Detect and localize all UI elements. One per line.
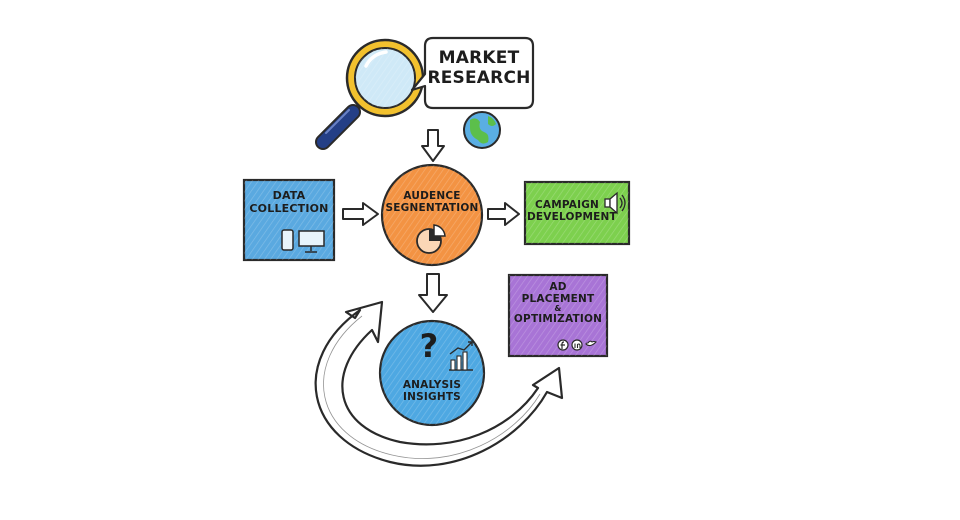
campaign-development-label: CAMPAIGN DEVELOPMENT (527, 199, 607, 224)
arrow-segmentation-to-campaign (488, 203, 519, 225)
analysis-insights-line2: INSIGHTS (392, 391, 472, 403)
market-research-label: MARKET RESEARCH (427, 48, 531, 88)
arrow-segmentation-to-analysis (419, 274, 447, 312)
data-collection-label: DATA COLLECTION (246, 190, 332, 216)
ad-placement-line4: OPTIMIZATION (511, 314, 605, 326)
phone-icon (282, 230, 293, 250)
market-research-line1: MARKET (427, 48, 531, 68)
ad-placement-label: AD PLACEMENT & OPTIMIZATION (511, 282, 605, 325)
audience-segmentation-line1: AUDENCE (385, 190, 479, 202)
analysis-question-mark: ? (411, 330, 447, 362)
audience-segmentation-label: AUDENCE SEGNENTATION (385, 190, 479, 215)
analysis-insights-label: ANALYSIS INSIGHTS (392, 379, 472, 404)
campaign-development-line1: CAMPAIGN (527, 199, 607, 211)
linkedin-icon (572, 340, 582, 350)
ad-placement-line1: AD (511, 282, 605, 294)
magnifier-icon (323, 40, 423, 142)
data-collection-line2: COLLECTION (246, 203, 332, 216)
market-research-line2: RESEARCH (427, 68, 531, 88)
question-mark-icon: ? (411, 330, 447, 362)
analysis-insights-line1: ANALYSIS (392, 379, 472, 391)
globe-icon (464, 112, 500, 148)
arrow-research-to-segmentation (422, 130, 444, 161)
campaign-development-line2: DEVELOPMENT (527, 211, 607, 223)
arrow-collection-to-segmentation (343, 203, 378, 225)
facebook-icon (558, 340, 568, 350)
audience-segmentation-line2: SEGNENTATION (385, 202, 479, 214)
